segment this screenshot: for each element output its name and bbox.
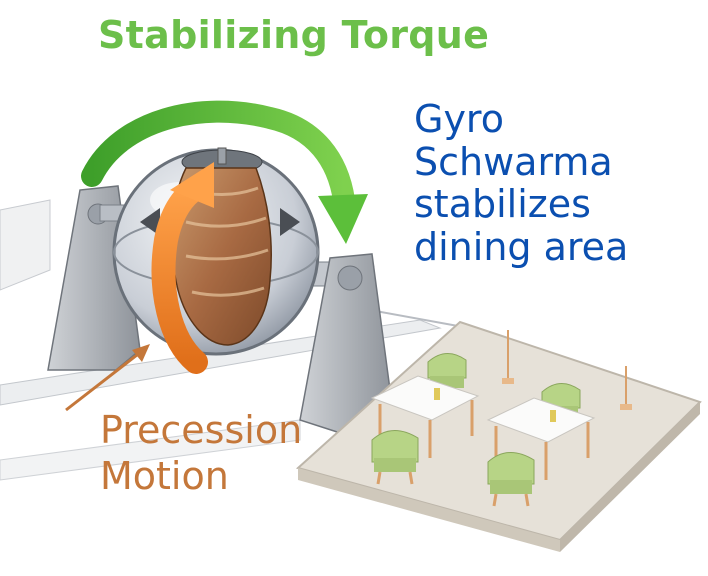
precession-line: Motion (100, 453, 229, 498)
caption-text: Gyro Schwarma stabilizes dining area (414, 98, 628, 268)
inner-arrows (140, 208, 300, 236)
caption-line: Schwarma (414, 139, 613, 184)
precession-motion-label: Precession Motion (100, 408, 302, 499)
caption-line: Gyro (414, 97, 504, 141)
caption-line: dining area (414, 224, 629, 269)
dining-platform (295, 320, 702, 552)
stabilizing-torque-arrow (81, 100, 368, 244)
precession-line: Precession (100, 408, 303, 452)
chair (371, 430, 419, 485)
precession-arrow (151, 162, 214, 374)
table (486, 397, 596, 480)
lamp-post (502, 330, 632, 410)
stabilizing-torque-label: Stabilizing Torque (98, 13, 490, 57)
caption-line: stabilizes (414, 182, 591, 227)
dining-furniture (370, 330, 632, 507)
precession-pointer (65, 346, 147, 412)
chair (487, 452, 535, 507)
precession-pointer-head (132, 344, 150, 362)
table (370, 375, 480, 458)
